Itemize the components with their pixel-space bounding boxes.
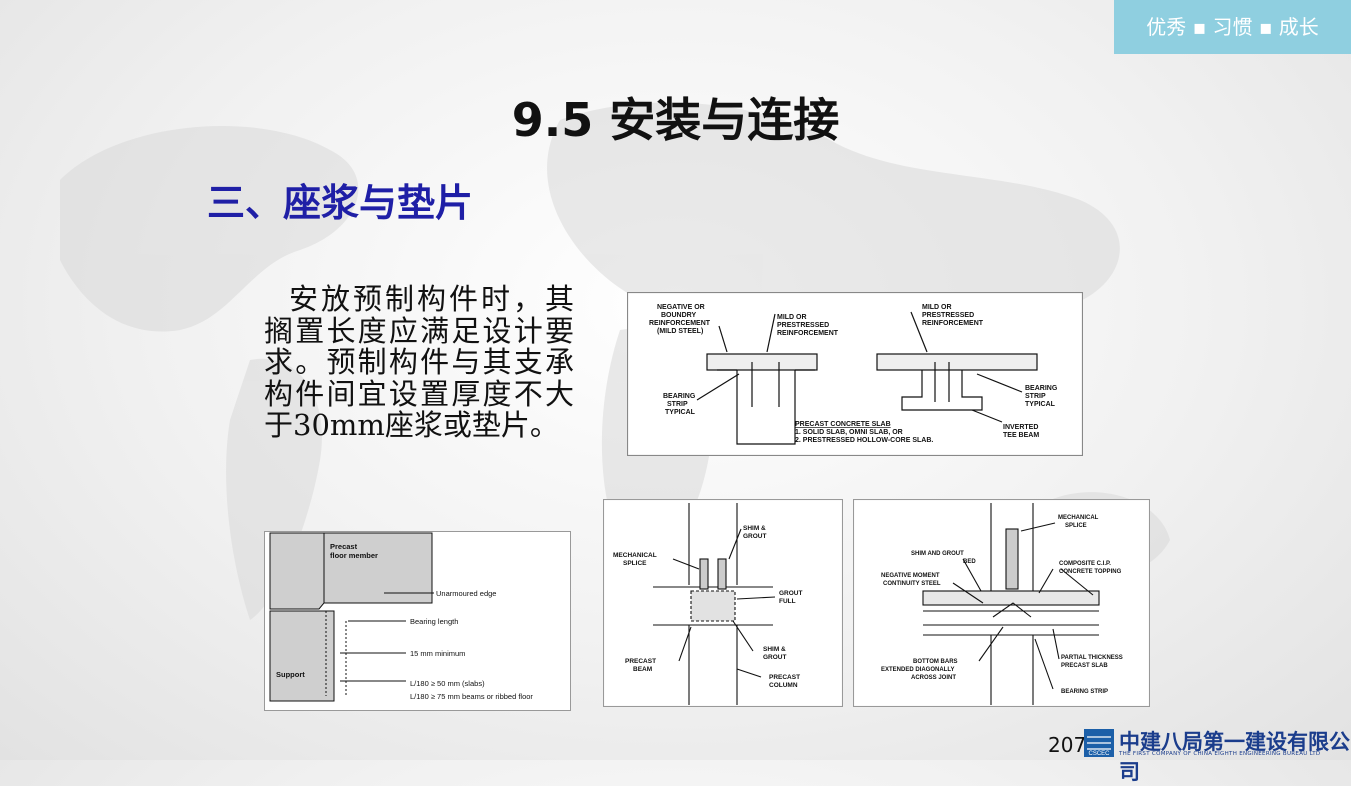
label-grout-full-2: FULL <box>779 598 796 605</box>
label-mild-b-1: MILD OR <box>922 304 952 311</box>
figure-slab-bearing: NEGATIVE OR BOUNDRY REINFORCEMENT (MILD … <box>627 292 1083 456</box>
label-slab-title: PRECAST CONCRETE SLAB <box>795 421 891 428</box>
label-neg-reinf-4: (MILD STEEL) <box>657 328 703 335</box>
paragraph-text: 安放预制构件时，其搁置长度应满足设计要求。预制构件与其支承构件间宜设置厚度不大于… <box>264 282 574 442</box>
label-precast-2: floor member <box>330 551 378 560</box>
figure-slab-bearing-drawing: NEGATIVE OR BOUNDRY REINFORCEMENT (MILD … <box>627 292 1083 456</box>
page-title: 9.5 安装与连接 <box>511 93 840 147</box>
label-bearing-length: Bearing length <box>410 617 458 626</box>
page-number: 207 <box>1048 733 1087 757</box>
label-shim-bot-2: GROUT <box>763 654 787 661</box>
label-shim-bed-1: SHIM AND GROUT <box>911 551 964 557</box>
label-mech-splice-2: SPLICE <box>623 560 647 567</box>
label-neg-moment-1: NEGATIVE MOMENT <box>881 573 940 579</box>
label-composite-2: CONCRETE TOPPING <box>1059 569 1122 575</box>
label-mech-splice-1: MECHANICAL <box>613 552 657 559</box>
label-bottom-bars-3: ACROSS JOINT <box>911 675 956 681</box>
label-slab-2: 2. PRESTRESSED HOLLOW-CORE SLAB. <box>795 437 933 444</box>
label-unarmoured: Unarmoured edge <box>436 589 496 598</box>
label-bearing-left-1: BEARING <box>663 393 696 400</box>
label-precast-column-2: COLUMN <box>769 682 798 689</box>
section-subtitle: 三、座浆与垫片 <box>207 181 474 225</box>
figure-slab-joint-drawing: MECHANICAL SPLICE SHIM AND GROUT BED NEG… <box>853 499 1150 707</box>
label-15mm: 15 mm minimum <box>410 649 465 658</box>
label-neg-reinf-3: REINFORCEMENT <box>649 320 711 327</box>
label-shim-bot-1: SHIM & <box>763 646 786 653</box>
figure-column-connection-drawing: SHIM & GROUT MECHANICAL SPLICE GROUT FUL… <box>603 499 843 707</box>
label-mild-a-2: PRESTRESSED <box>777 322 829 329</box>
label-mild-b-2: PRESTRESSED <box>922 312 974 319</box>
label-bottom-bars-2: EXTENDED DIAGONALLY <box>881 667 954 673</box>
figure-slab-joint: MECHANICAL SPLICE SHIM AND GROUT BED NEG… <box>853 499 1150 707</box>
logo-text: CSCEC <box>1088 751 1110 757</box>
label-precast-column-1: PRECAST <box>769 674 800 681</box>
label-shim-top-1: SHIM & <box>743 525 766 532</box>
label-mild-a-3: REINFORCEMENT <box>777 330 839 337</box>
label-mild-a-1: MILD OR <box>777 314 807 321</box>
label-precast-1: Precast <box>330 542 358 551</box>
label-mild-b-3: REINFORCEMENT <box>922 320 984 327</box>
label-bearing-left-3: TYPICAL <box>665 409 696 416</box>
body-paragraph: 安放预制构件时，其搁置长度应满足设计要求。预制构件与其支承构件间宜设置厚度不大于… <box>264 282 574 442</box>
label-shim-bed-2: BED <box>963 559 976 565</box>
label-inverted-1: INVERTED <box>1003 424 1038 431</box>
label-neg-moment-2: CONTINUITY STEEL <box>883 581 941 587</box>
figure-bearing-length: Precast floor member Unarmoured edge Bea… <box>264 531 571 711</box>
label-bearing-right-2: STRIP <box>1025 393 1046 400</box>
label-precast-beam-1: PRECAST <box>625 658 656 665</box>
label-precast-beam-2: BEAM <box>633 666 652 673</box>
label-l180-beam: L/180 ≥ 75 mm beams or ribbed floor <box>410 692 533 701</box>
label-shim-top-2: GROUT <box>743 533 767 540</box>
label-bottom-bars-1: BOTTOM BARS <box>913 659 958 665</box>
label-neg-reinf-2: BOUNDRY <box>661 312 696 319</box>
label-composite-1: COMPOSITE C.I.P. <box>1059 561 1111 567</box>
company-name-en: THE FIRST COMPANY OF CHINA EIGHTH ENGINE… <box>1119 751 1321 757</box>
label-bearing-right-3: TYPICAL <box>1025 401 1056 408</box>
label-partial-2: PRECAST SLAB <box>1061 663 1108 669</box>
figure-bearing-length-drawing: Precast floor member Unarmoured edge Bea… <box>264 531 571 711</box>
label-partial-1: PARTIAL THICKNESS <box>1061 655 1123 661</box>
label-l180-slab: L/180 ≥ 50 mm (slabs) <box>410 679 485 688</box>
label-slab-1: 1. SOLID SLAB, OMNI SLAB, OR <box>795 429 903 436</box>
label-bearing-left-2: STRIP <box>667 401 688 408</box>
label-grout-full-1: GROUT <box>779 590 803 597</box>
label-inverted-2: TEE BEAM <box>1003 432 1039 439</box>
label-neg-reinf-1: NEGATIVE OR <box>657 304 705 311</box>
label-bearing-strip: BEARING STRIP <box>1061 689 1108 695</box>
cscec-logo-icon: CSCEC <box>1084 729 1114 757</box>
slogan-banner: 优秀 ▪ 习惯 ▪ 成长 <box>1114 0 1351 54</box>
label-joint-mech-2: SPLICE <box>1065 523 1087 529</box>
figure-column-connection: SHIM & GROUT MECHANICAL SPLICE GROUT FUL… <box>603 499 843 707</box>
label-joint-mech-1: MECHANICAL <box>1058 515 1099 521</box>
label-bearing-right-1: BEARING <box>1025 385 1058 392</box>
label-support: Support <box>276 670 305 679</box>
